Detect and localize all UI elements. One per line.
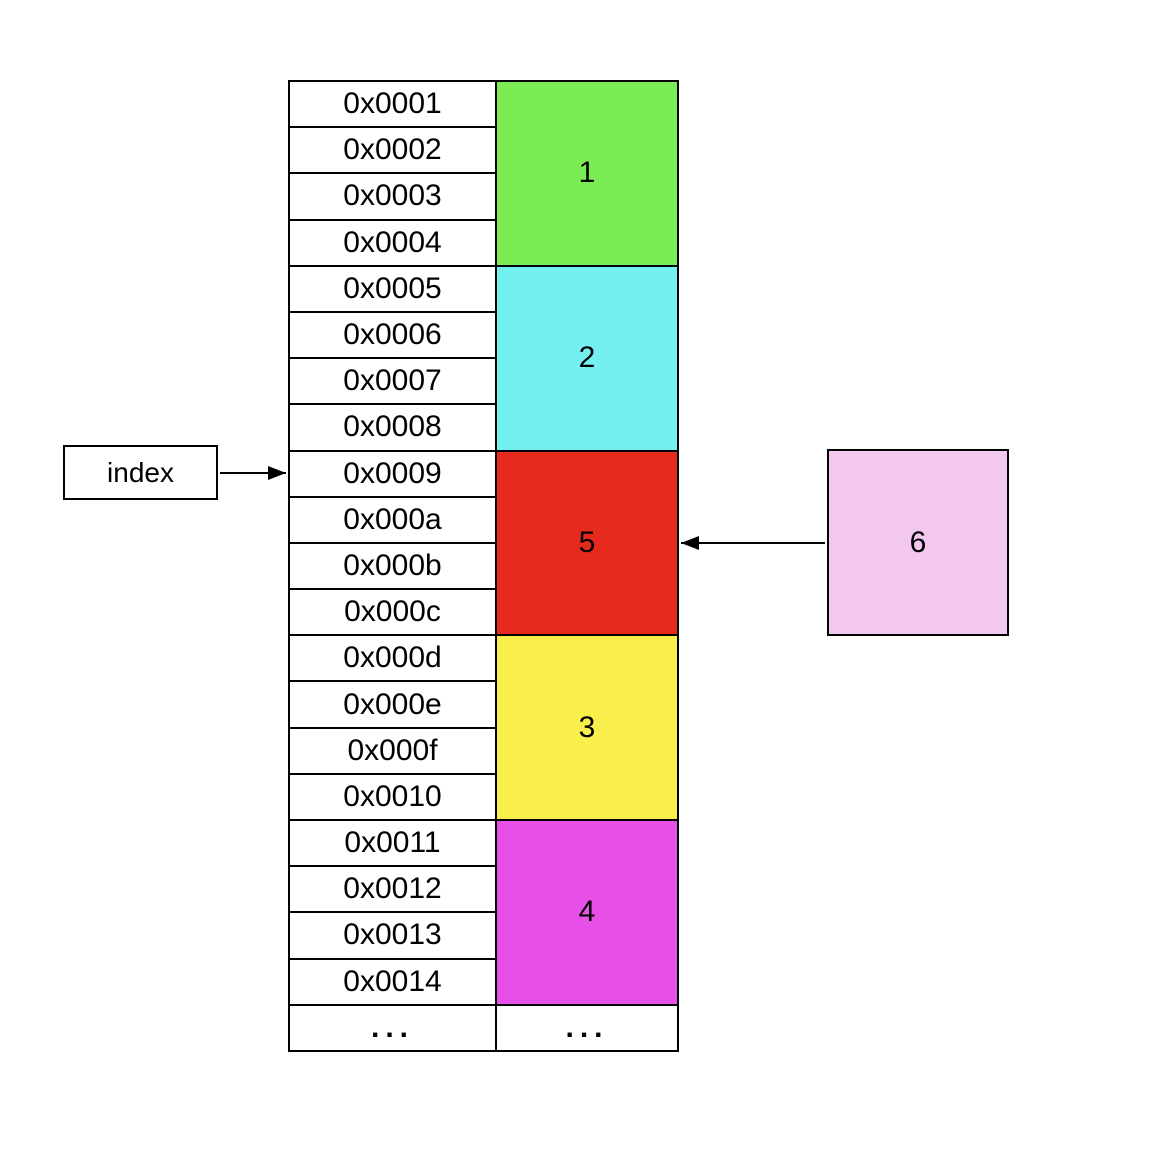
block-cell-2: 2 bbox=[495, 264, 679, 452]
table-row: 0x000a bbox=[288, 495, 678, 544]
external-block-6: 6 bbox=[827, 449, 1009, 636]
block-cell-4: 4 bbox=[495, 819, 679, 1006]
table-row: 0x0008 bbox=[288, 403, 678, 452]
address-cell: 0x0007 bbox=[288, 357, 497, 406]
address-cell: 0x0010 bbox=[288, 772, 497, 822]
address-ellipsis-cell: ... bbox=[288, 1003, 497, 1053]
table-row: ... ... bbox=[288, 1003, 679, 1053]
table-row: 0x0012 bbox=[288, 865, 678, 914]
table-row: 0x0004 bbox=[288, 218, 678, 267]
block-ellipsis-cell: ... bbox=[495, 1003, 679, 1053]
block-cell-3: 3 bbox=[495, 634, 679, 821]
address-cell: 0x0006 bbox=[288, 310, 497, 360]
table-row: 0x000b bbox=[288, 541, 678, 591]
address-cell: 0x0008 bbox=[288, 403, 497, 452]
table-row: 0x0013 bbox=[288, 911, 678, 960]
external-block-label: 6 bbox=[909, 525, 927, 559]
table-row: 0x0014 bbox=[288, 957, 678, 1006]
table-row: 0x0006 bbox=[288, 310, 678, 360]
table-row: 0x0011 4 bbox=[288, 818, 679, 1006]
table-row: 0x0003 bbox=[288, 172, 678, 221]
address-cell: 0x000a bbox=[288, 495, 497, 544]
block-cell-5: 5 bbox=[495, 449, 679, 637]
address-cell: 0x0014 bbox=[288, 957, 497, 1006]
address-cell: 0x000b bbox=[288, 541, 497, 591]
address-cell: 0x0001 bbox=[288, 79, 497, 129]
memory-table: 0x0001 1 0x0002 0x0003 0x0004 0x0005 2 0… bbox=[288, 79, 679, 1053]
address-cell: 0x0013 bbox=[288, 911, 497, 960]
index-label: index bbox=[107, 456, 174, 488]
address-cell: 0x000e bbox=[288, 680, 497, 729]
block-cell-1: 1 bbox=[495, 80, 679, 267]
address-cell: 0x0012 bbox=[288, 865, 497, 914]
table-row: 0x0005 2 bbox=[288, 264, 679, 452]
address-cell: 0x0002 bbox=[288, 126, 497, 175]
table-row: 0x0010 bbox=[288, 772, 678, 822]
table-row: 0x0009 5 bbox=[288, 449, 679, 637]
index-pointer-box: index bbox=[63, 445, 218, 500]
address-cell: 0x000d bbox=[288, 634, 497, 683]
address-cell: 0x0009 bbox=[288, 449, 497, 498]
table-row: 0x0007 bbox=[288, 357, 678, 406]
table-row: 0x000c bbox=[288, 588, 678, 637]
table-row: 0x000f bbox=[288, 726, 678, 775]
table-row: 0x0002 bbox=[288, 126, 678, 175]
address-cell: 0x0004 bbox=[288, 218, 497, 267]
address-cell: 0x0003 bbox=[288, 172, 497, 221]
table-row: 0x000d 3 bbox=[288, 634, 679, 821]
address-cell: 0x000f bbox=[288, 726, 497, 775]
table-row: 0x0001 1 bbox=[288, 79, 679, 267]
table-row: 0x000e bbox=[288, 680, 678, 729]
address-cell: 0x0011 bbox=[288, 818, 497, 868]
address-cell: 0x0005 bbox=[288, 264, 497, 313]
address-cell: 0x000c bbox=[288, 588, 497, 637]
